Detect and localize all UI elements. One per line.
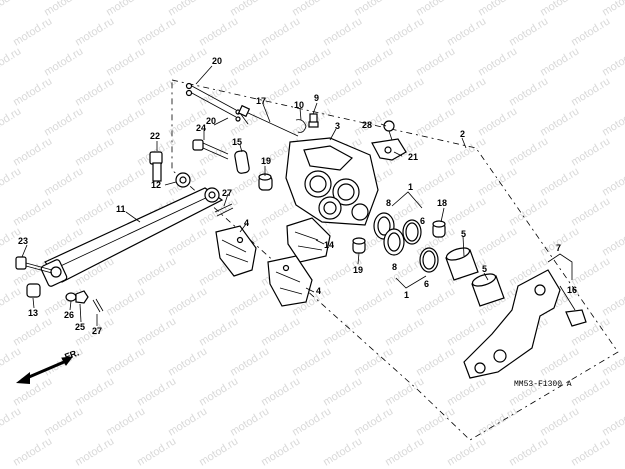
front-direction-arrow: FR. [16, 348, 80, 384]
hose-bracket-part-21 [371, 138, 407, 161]
callout-5b: 5 [482, 264, 487, 274]
callout-21: 21 [408, 152, 418, 162]
bolt-part-23 [15, 256, 53, 274]
callout-22: 22 [150, 131, 160, 141]
callout-8b: 8 [392, 262, 397, 272]
collar-part-13 [26, 283, 41, 298]
bleeder-valve-part-9 [308, 113, 319, 128]
piston-seal-part-6a [402, 219, 422, 245]
callout-28: 28 [362, 120, 372, 130]
callout-20b: 20 [206, 116, 216, 126]
diagram-code: MM53-F1300 A [514, 380, 572, 389]
callout-10: 10 [294, 100, 304, 110]
pad-pins-part-20 [185, 82, 249, 125]
direction-label: FR. [63, 348, 80, 362]
brake-pad-part-4a [215, 225, 257, 277]
callout-1a: 1 [408, 182, 413, 192]
nut-part-25 [75, 290, 89, 304]
callout-16: 16 [567, 285, 577, 295]
callout-26: 26 [64, 310, 74, 320]
callout-27a: 27 [92, 326, 102, 336]
pin-part-16 [565, 309, 587, 327]
callout-19b: 19 [353, 265, 363, 275]
piston-seal-part-6b [419, 247, 439, 273]
bolt-part-28 [383, 120, 395, 141]
callout-18: 18 [437, 198, 447, 208]
boot-part-18 [432, 220, 446, 238]
callout-20a: 20 [212, 56, 222, 66]
arrow-head-icon [16, 372, 30, 384]
callout-4a: 4 [244, 218, 249, 228]
bolt-part-24 [192, 139, 229, 160]
dust-seal-part-8b [383, 228, 405, 256]
piston-part-5a [445, 247, 479, 281]
callout-11: 11 [116, 204, 126, 214]
clip-part-10 [295, 119, 307, 133]
pad-spring-part-14 [286, 217, 331, 263]
boot-part-19b [352, 237, 366, 254]
callout-5a: 5 [461, 229, 466, 239]
callout-17: 17 [256, 96, 266, 106]
pin-part-27b [214, 203, 234, 217]
cotter-pin-part-27a [92, 298, 104, 313]
slide-pin-part-17 [237, 104, 299, 137]
callout-8a: 8 [386, 198, 391, 208]
piston-part-5b [471, 273, 505, 307]
callout-6a: 6 [420, 216, 425, 226]
callout-4b: 4 [316, 286, 321, 296]
bolt-part-22 [149, 151, 163, 182]
callout-1b: 1 [404, 290, 409, 300]
torque-rod-part-11 [40, 187, 224, 287]
callout-19a: 19 [261, 156, 271, 166]
callout-7: 7 [556, 243, 561, 253]
nut-part-12 [175, 172, 191, 188]
washer-part-26 [65, 292, 77, 302]
caliper-body-part-3 [285, 137, 379, 226]
callout-14: 14 [324, 240, 334, 250]
callout-13: 13 [28, 308, 38, 318]
boot-part-19a [258, 173, 273, 191]
callout-25: 25 [75, 322, 85, 332]
callout-2: 2 [460, 129, 465, 139]
callout-3: 3 [335, 121, 340, 131]
leader-lines [21, 65, 576, 326]
callout-6b: 6 [424, 279, 429, 289]
sleeve-part-15 [234, 150, 250, 174]
callout-9: 9 [314, 93, 319, 103]
callout-12: 12 [151, 180, 161, 190]
callout-15: 15 [232, 137, 242, 147]
brake-pad-part-4b [267, 255, 313, 307]
callout-23: 23 [18, 236, 28, 246]
callout-labels: 20 20 17 10 9 3 2 28 21 22 12 24 15 19 2… [18, 56, 577, 336]
callout-27b: 27 [222, 188, 232, 198]
callout-24: 24 [196, 123, 206, 133]
caliper-bracket-part-7 [463, 269, 561, 379]
